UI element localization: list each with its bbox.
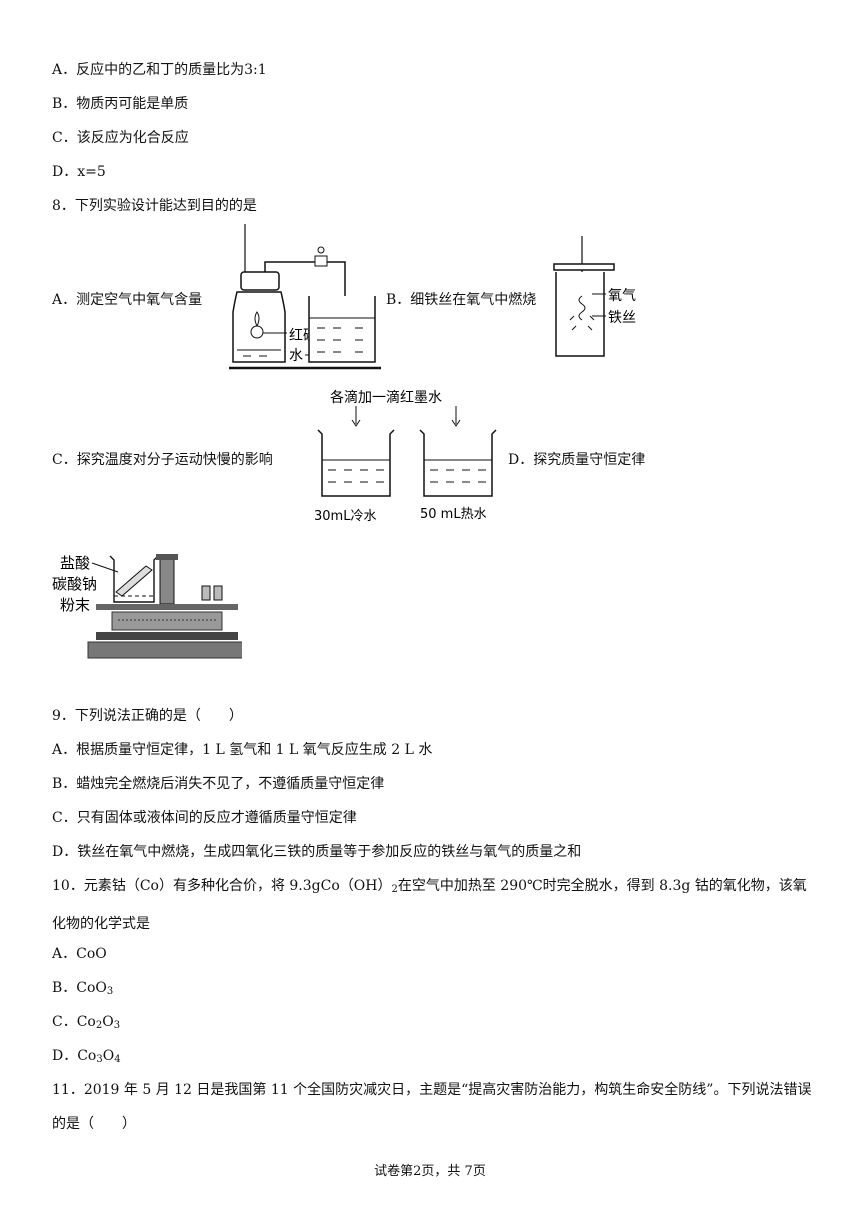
q10-option-b: B．CoO3: [52, 980, 114, 997]
q10-option-c: C．Co2O3: [52, 1014, 121, 1031]
q10-stem: 10．元素钴（Co）有多种化合价，将 9.3gCo（OH）2在空气中加热至 29…: [52, 878, 807, 932]
q7-option-b: B．物质丙可能是单质: [52, 96, 189, 112]
q11-stem: 11．2019 年 5 月 12 日是我国第 11 个全国防灾减灾日，主题是“提…: [52, 1082, 812, 1132]
label-sodium-carbonate: 碳酸钠: [52, 575, 97, 593]
q9-stem: 9．下列说法正确的是（ ）: [52, 708, 243, 724]
label-powder: 粉末: [60, 596, 90, 614]
label-iron-wire: 铁丝: [608, 310, 636, 326]
q9-option-a: A．根据质量守恒定律，1 L 氢气和 1 L 氧气反应生成 2 L 水: [52, 742, 433, 758]
q8-figure-d: 盐酸 碳酸钠 粉末: [52, 554, 242, 659]
q8-option-b: B．细铁丝在氧气中燃烧: [386, 292, 537, 308]
q7-option-c: C．该反应为化合反应: [52, 130, 189, 146]
label-add-red-ink: 各滴加一滴红墨水: [330, 389, 442, 406]
q8-stem: 8．下列实验设计能达到目的的是: [52, 198, 257, 214]
label-water: 水: [289, 348, 303, 364]
q9-option-b: B．蜡烛完全燃烧后消失不见了，不遵循质量守恒定律: [52, 776, 385, 792]
q10-option-d: D．Co3O4: [52, 1048, 121, 1065]
q8-option-d: D．探究质量守恒定律: [508, 452, 646, 468]
q8-figure-a: 红磷 水: [229, 224, 381, 370]
q8-figure-b: 氧气 铁丝: [553, 236, 636, 357]
label-oxygen: 氧气: [608, 288, 636, 304]
q7-option-d: D．x=5: [52, 164, 106, 180]
label-hydrochloric-acid: 盐酸: [60, 554, 90, 572]
q7-option-a: A．反应中的乙和丁的质量比为3:1: [52, 62, 267, 78]
q8-option-c: C．探究温度对分子运动快慢的影响: [52, 452, 273, 468]
q10-option-a: A．CoO: [52, 946, 107, 962]
q8-figure-c: 各滴加一滴红墨水 30mL冷水 50 mL热水: [314, 389, 497, 524]
label-hot-water: 50 mL热水: [420, 507, 487, 522]
q8-option-a: A．测定空气中氧气含量: [52, 292, 203, 308]
q9-option-c: C．只有固体或液体间的反应才遵循质量守恒定律: [52, 810, 357, 826]
label-cold-water: 30mL冷水: [314, 509, 376, 524]
page-footer: 试卷第2页，共 7页: [374, 1164, 486, 1179]
q9-option-d: D．铁丝在氧气中燃烧，生成四氧化三铁的质量等于参加反应的铁丝与氧气的质量之和: [52, 844, 582, 860]
